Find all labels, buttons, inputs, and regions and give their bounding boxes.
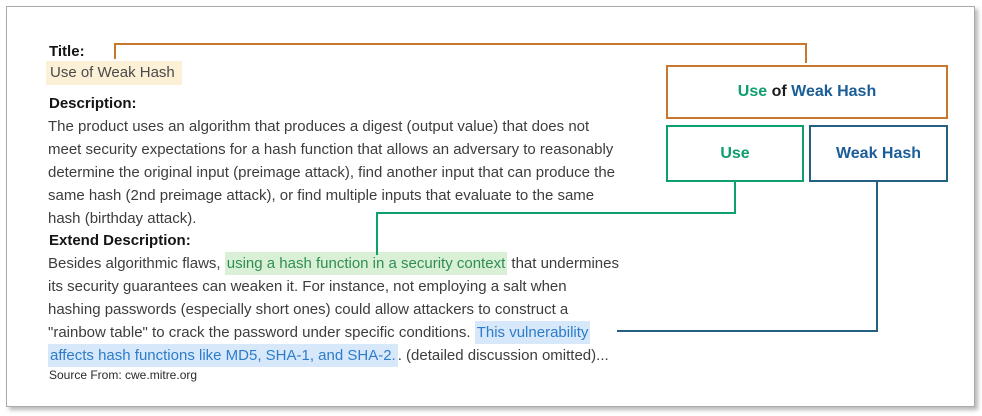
title-label: Title: <box>49 43 85 60</box>
parent-phrase-segment-blue: Weak Hash <box>791 83 877 100</box>
text-segment-plain: same hash (2nd preimage attack), or find… <box>48 187 595 204</box>
parent-phrase-box: Use of Weak Hash <box>666 65 948 119</box>
description-line: determine the original input (preimage a… <box>48 161 615 184</box>
extend-description-line: hashing passwords (especially short ones… <box>48 298 619 321</box>
text-segment-blue: affects hash functions like MD5, SHA-1, … <box>48 344 398 367</box>
text-segment-plain: "rainbow table" to crack the password un… <box>48 324 475 341</box>
extend-description-line: its security guarantees can weaken it. F… <box>48 275 619 298</box>
text-segment-plain: determine the original input (preimage a… <box>48 164 616 181</box>
text-segment-plain: hash (birthday attack). <box>48 210 197 227</box>
description-line: The product uses an algorithm that produ… <box>48 115 615 138</box>
child-box-use: Use <box>666 125 804 182</box>
extend-description-paragraph: Besides algorithmic flaws, using a hash … <box>48 252 619 367</box>
title-value-highlight: Use of Weak Hash <box>46 61 182 85</box>
text-segment-plain: Besides algorithmic flaws, <box>48 255 225 272</box>
source-attribution: Source From: cwe.mitre.org <box>49 368 198 382</box>
text-segment-plain: The product uses an algorithm that produ… <box>48 118 590 135</box>
text-segment-plain: . (detailed discussion omitted)... <box>397 347 609 364</box>
parent-phrase-segment-green: Use <box>737 83 768 100</box>
child-box-weak-hash-label: Weak Hash <box>835 144 922 162</box>
child-box-use-label: Use <box>720 144 750 162</box>
parent-phrase-segment-black: of <box>767 83 792 100</box>
description-line: hash (birthday attack). <box>48 207 615 230</box>
extend-description-line: affects hash functions like MD5, SHA-1, … <box>48 344 619 367</box>
text-segment-plain: meet security expectations for a hash fu… <box>48 141 614 158</box>
description-paragraph: The product uses an algorithm that produ… <box>48 115 615 230</box>
text-segment-plain: its security guarantees can weaken it. F… <box>48 278 567 295</box>
text-segment-plain: that undermines <box>507 255 619 272</box>
extend-description-line: "rainbow table" to crack the password un… <box>48 321 619 344</box>
text-segment-plain: hashing passwords (especially short ones… <box>48 301 569 318</box>
text-segment-green: using a hash function in a security cont… <box>224 252 508 275</box>
figure-card: Title: Use of Weak Hash Description: The… <box>6 6 975 407</box>
description-heading: Description: <box>49 95 137 112</box>
description-line: same hash (2nd preimage attack), or find… <box>48 184 615 207</box>
text-segment-blue: This vulnerability <box>474 321 591 344</box>
description-line: meet security expectations for a hash fu… <box>48 138 615 161</box>
parent-phrase-label: Use of Weak Hash <box>738 83 876 101</box>
extend-description-line: Besides algorithmic flaws, using a hash … <box>48 252 619 275</box>
extend-description-heading: Extend Description: <box>49 232 191 249</box>
child-box-weak-hash: Weak Hash <box>809 125 948 182</box>
